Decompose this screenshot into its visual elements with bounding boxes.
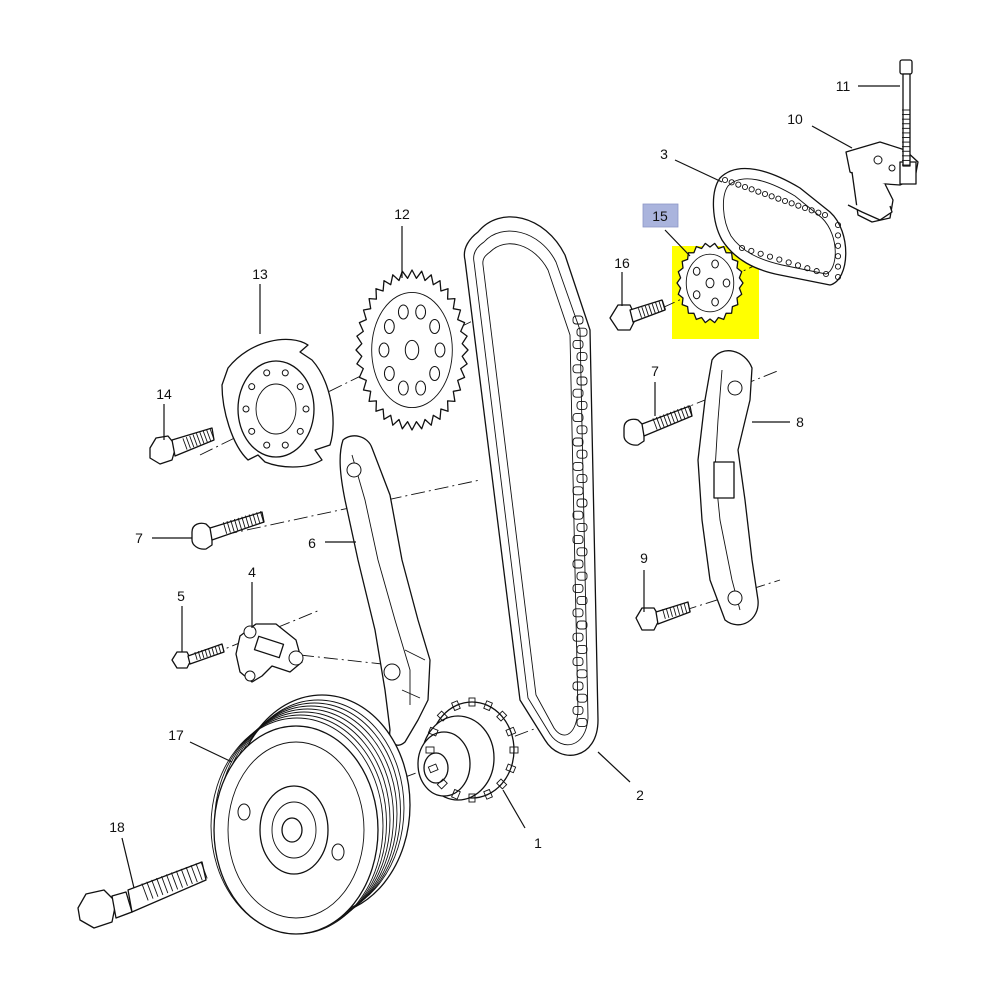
part-17-crankshaft-pulley <box>210 694 411 935</box>
callout-7-left: 7 <box>135 530 143 546</box>
part-12-camshaft-sprocket <box>355 269 469 431</box>
part-15-sprocket <box>676 242 744 324</box>
callout-17: 17 <box>168 727 184 743</box>
part-5-bolt <box>171 643 225 669</box>
callout-3: 3 <box>660 146 668 162</box>
badge-15 <box>642 203 679 228</box>
part-2-timing-chain <box>463 216 599 756</box>
callout-16: 16 <box>614 255 630 271</box>
part-8-tensioner-rail <box>697 350 759 626</box>
part-7-guide-bolt-left <box>191 511 265 550</box>
part-6-chain-guide <box>339 435 431 746</box>
part-9-bolt <box>635 601 691 631</box>
callout-5: 5 <box>177 588 185 604</box>
callout-1: 1 <box>534 835 542 851</box>
callout-labels: 1 2 3 4 5 6 7 7 8 9 10 11 12 13 14 15 16… <box>109 78 850 851</box>
part-4-hydraulic-tensioner <box>235 623 304 683</box>
callout-15: 15 <box>652 208 668 224</box>
callout-8: 8 <box>796 414 804 430</box>
part-11-long-bolt <box>899 59 913 167</box>
part-1-crankshaft-sprocket <box>417 697 519 803</box>
callout-4: 4 <box>248 564 256 580</box>
part-14-bolt <box>149 427 215 465</box>
part-10-chain-tensioner <box>845 141 919 223</box>
callout-10: 10 <box>787 111 803 127</box>
callout-2: 2 <box>636 787 644 803</box>
callout-11: 11 <box>836 78 851 94</box>
callout-13: 13 <box>252 266 268 282</box>
callout-7-right: 7 <box>651 363 659 379</box>
callout-18: 18 <box>109 819 125 835</box>
part-13-reluctor-plate <box>221 338 334 468</box>
part-7-guide-bolt-right <box>623 405 693 446</box>
callout-6: 6 <box>308 535 316 551</box>
callout-12: 12 <box>394 206 410 222</box>
part-3-secondary-chain <box>712 167 847 286</box>
callout-9: 9 <box>640 550 648 566</box>
leader-lines <box>121 85 900 889</box>
part-18-pulley-bolt <box>77 861 208 929</box>
callout-14: 14 <box>156 386 172 402</box>
part-16-bolt <box>609 299 667 331</box>
